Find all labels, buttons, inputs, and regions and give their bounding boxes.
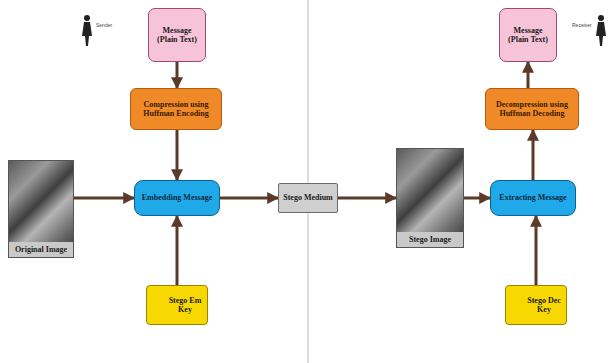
node-text: Original Image <box>9 242 73 257</box>
node-text: Embedding Message <box>142 193 212 202</box>
arrow-connector <box>176 62 179 88</box>
person-icon <box>82 15 92 46</box>
arrow-connector <box>220 197 278 200</box>
arrow-connector <box>176 130 179 180</box>
decompression-box: Decompression using Huffman Decoding <box>485 88 579 130</box>
embedding-box: Embedding Message <box>134 180 220 216</box>
extracting-box: Extracting Message <box>490 180 576 216</box>
image-box: Original Image <box>8 160 74 258</box>
compression-box: Compression using Huffman Encoding <box>130 88 222 130</box>
key-box: Stego Dec Key <box>505 285 567 325</box>
arrow-connector <box>338 197 396 200</box>
message-box: Message (Plain Text) <box>499 8 557 62</box>
arrow-connector <box>74 197 134 200</box>
role-label: Sender <box>96 22 112 28</box>
node-text: Message (Plain Text) <box>504 26 552 44</box>
person-icon <box>596 15 606 46</box>
node-text: Stego Em Key <box>167 296 203 314</box>
node-text: Compression using Huffman Encoding <box>135 100 217 118</box>
arrow-connector <box>532 130 535 180</box>
node-text: Message (Plain Text) <box>153 26 201 44</box>
arrow-connector <box>535 216 538 285</box>
node-text: Stego Image <box>397 232 463 247</box>
arrow-connector <box>176 216 179 285</box>
node-text: Stego Medium <box>283 193 333 202</box>
key-box: Stego Em Key <box>146 285 208 325</box>
image-box: Stego Image <box>396 148 464 248</box>
node-text: Decompression using Huffman Decoding <box>490 100 574 118</box>
node-text: Stego Dec Key <box>526 296 562 314</box>
role-label: Receiver <box>572 22 592 28</box>
arrow-connector <box>464 197 490 200</box>
medium-box: Stego Medium <box>278 183 338 213</box>
message-box: Message (Plain Text) <box>148 8 206 62</box>
node-text: Extracting Message <box>499 193 566 202</box>
divider-line <box>308 0 309 363</box>
arrow-connector <box>527 62 530 88</box>
